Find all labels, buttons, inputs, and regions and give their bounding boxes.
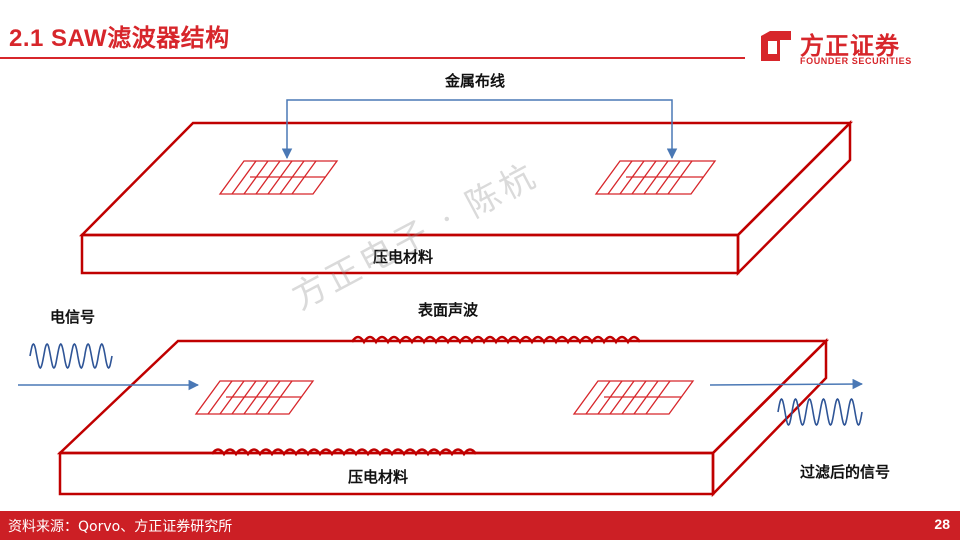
bottom-idt-right bbox=[572, 380, 695, 415]
surface-acoustic-wave-bottom bbox=[210, 448, 478, 457]
top-idt-right bbox=[594, 160, 717, 195]
metal-wiring-connector bbox=[281, 99, 678, 160]
input-signal-wave bbox=[29, 342, 113, 370]
page-title: 2.1 SAW滤波器结构 bbox=[9, 25, 230, 52]
label-piezo-material-bottom: 压电材料 bbox=[348, 468, 409, 486]
page-number: 28 bbox=[934, 516, 950, 532]
label-metal-wiring: 金属布线 bbox=[445, 72, 506, 90]
top-substrate-slab bbox=[79, 119, 854, 277]
bottom-idt-left bbox=[194, 380, 315, 415]
footer-bar: 资料来源：Qorvo、方正证券研究所 28 bbox=[0, 511, 960, 540]
output-signal-arrow bbox=[709, 378, 864, 390]
label-surface-acoustic-wave: 表面声波 bbox=[418, 301, 479, 319]
title-divider bbox=[0, 57, 745, 59]
label-electrical-signal: 电信号 bbox=[50, 308, 96, 326]
footer-source: 资料来源：Qorvo、方正证券研究所 bbox=[8, 519, 233, 535]
top-idt-left bbox=[218, 160, 339, 195]
surface-acoustic-wave-top bbox=[350, 335, 642, 345]
label-piezo-material-top: 压电材料 bbox=[373, 248, 434, 266]
brand-logo: 方正证券 FOUNDER SECURITIES bbox=[758, 24, 938, 70]
founder-logo-icon bbox=[761, 31, 791, 61]
logo-chinese-text: 方正证券 bbox=[800, 32, 900, 60]
label-filtered-signal: 过滤后的信号 bbox=[800, 463, 891, 481]
logo-english-text: FOUNDER SECURITIES bbox=[800, 56, 912, 66]
output-signal-wave bbox=[777, 397, 863, 427]
bottom-substrate-slab bbox=[56, 338, 830, 498]
